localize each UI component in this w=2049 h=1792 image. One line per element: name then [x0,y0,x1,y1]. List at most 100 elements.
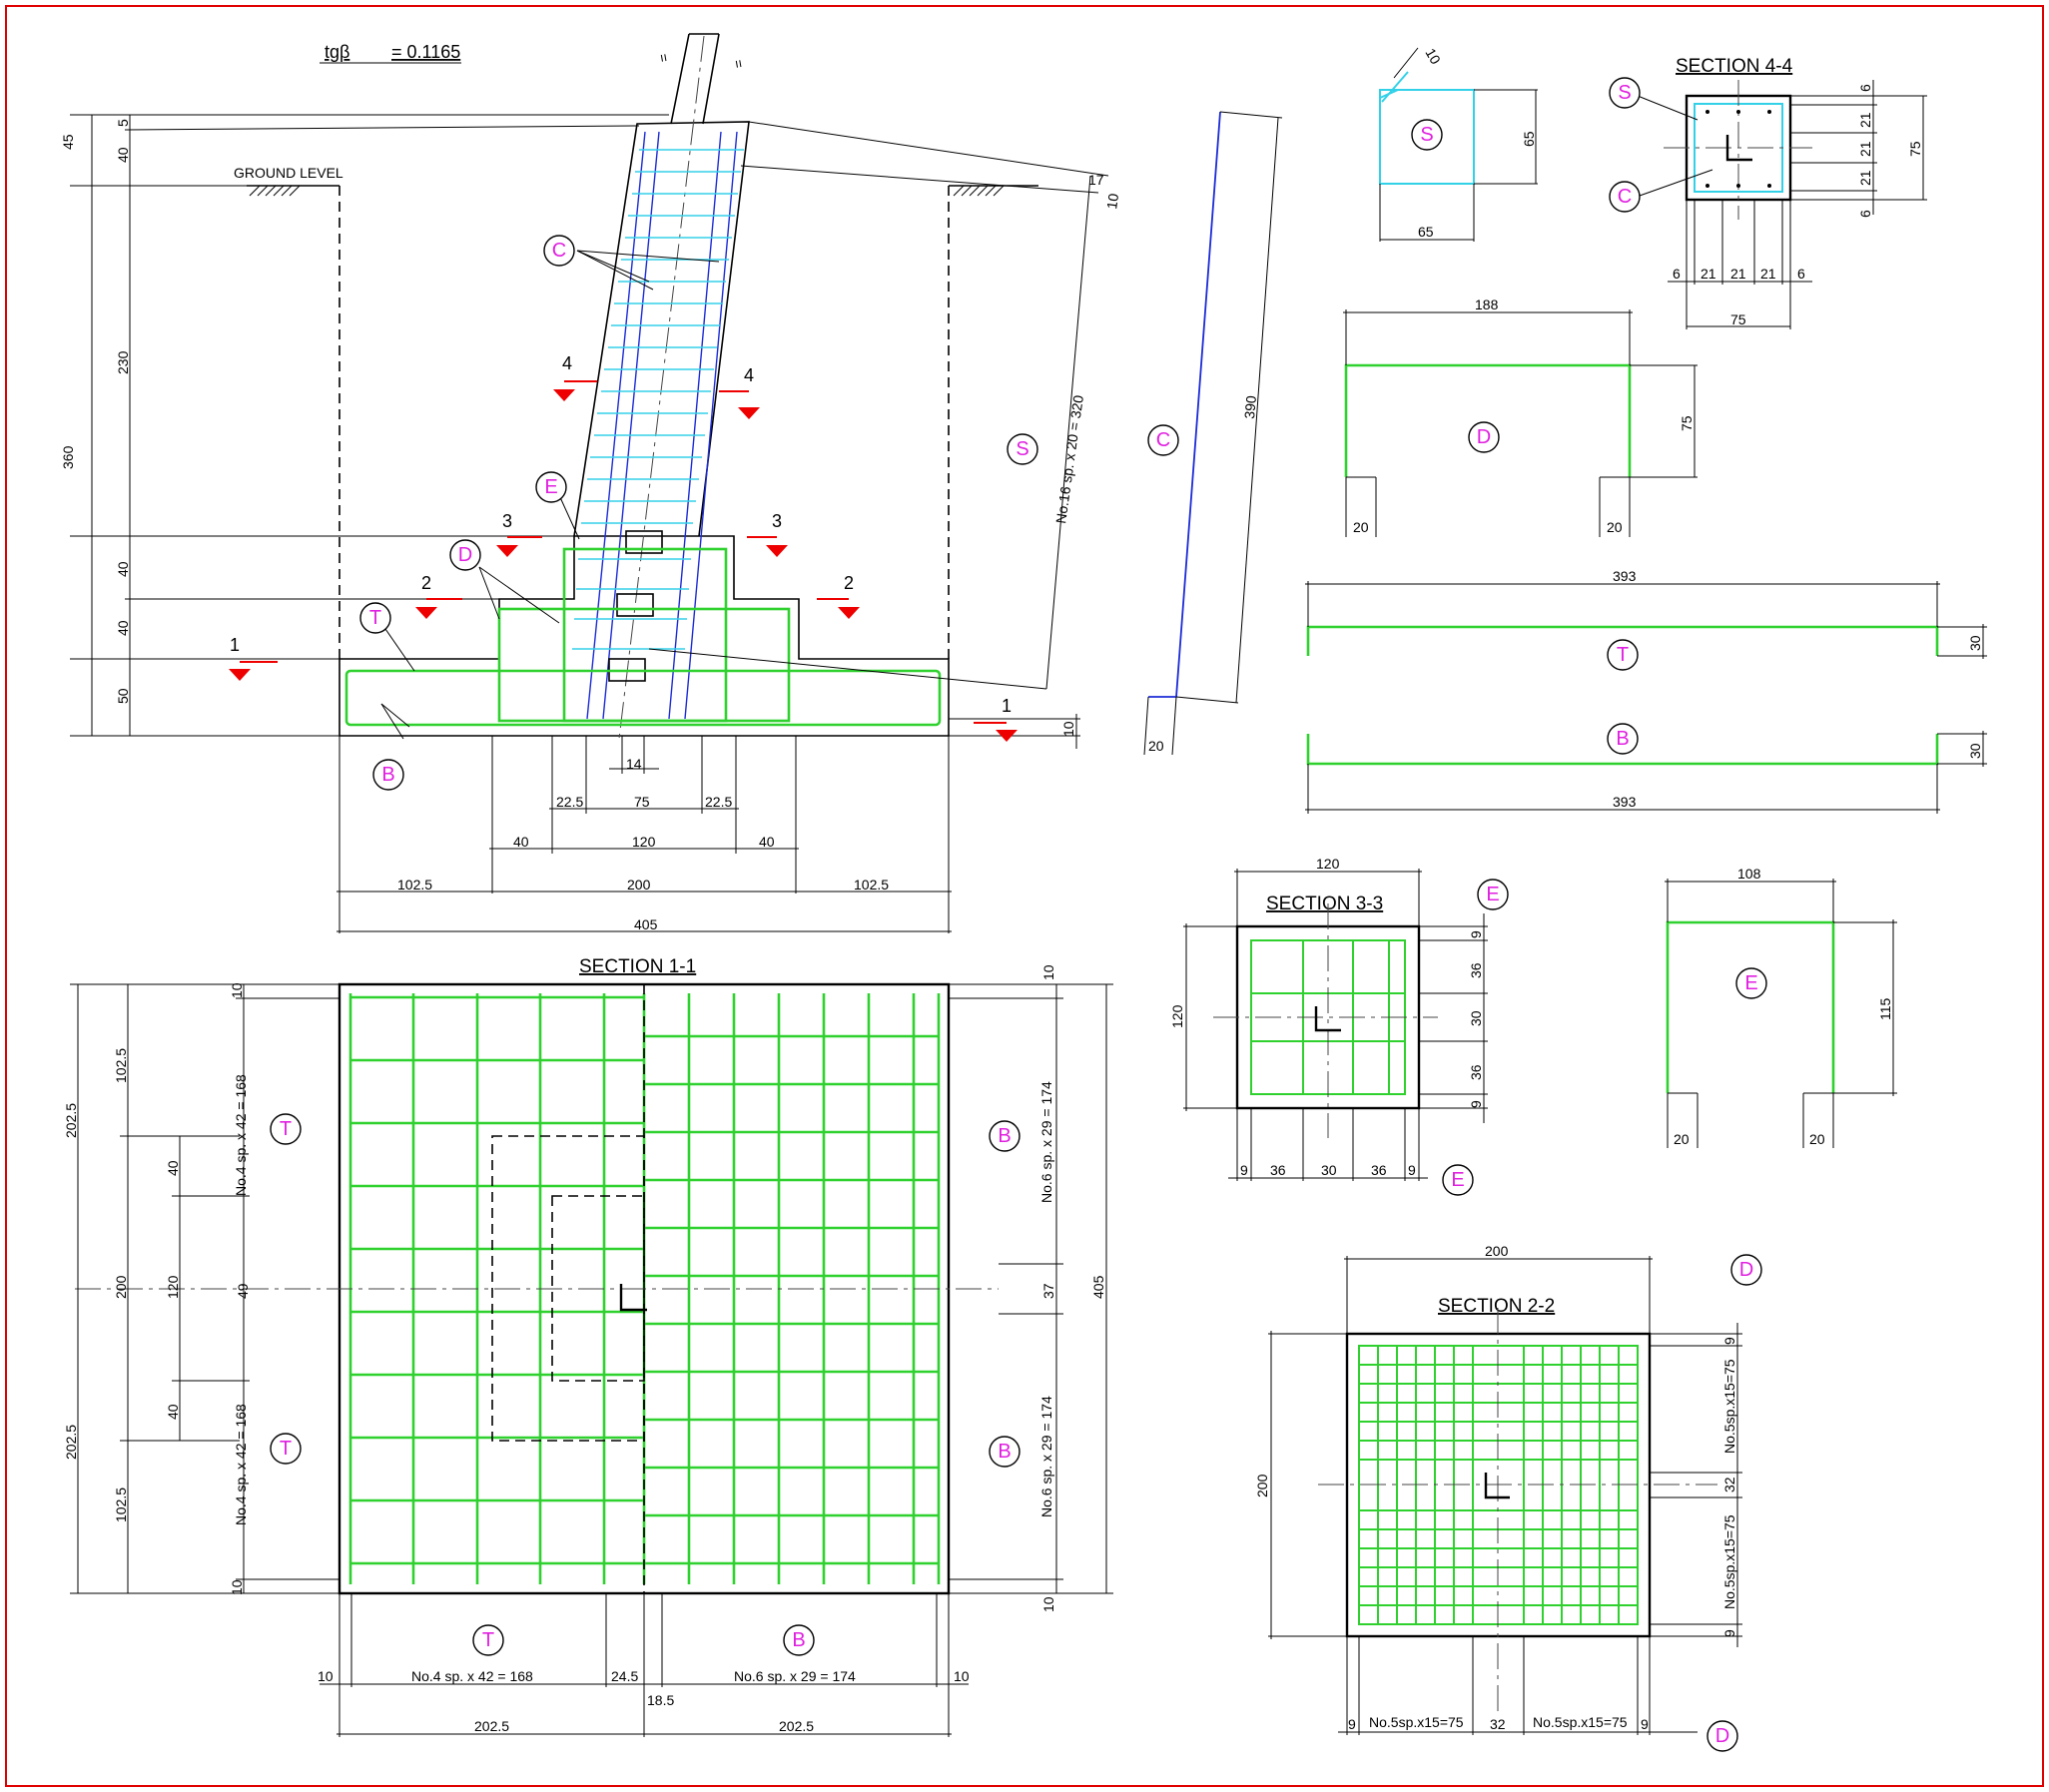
t-dim-393: 393 [1613,568,1637,584]
bubble-b-plan-2: B [989,1436,1021,1468]
svg-text:2: 2 [421,573,431,593]
plan-dim-49: 49 [235,1283,251,1299]
bubble-e-3-3-bottom: E [1442,1164,1474,1196]
svg-text:3: 3 [502,511,512,531]
svg-text:4: 4 [744,365,754,385]
dim-4-4-r1: 6 [1857,84,1873,92]
dim-4-4-b2: 21 [1701,266,1716,282]
section-1-1: SECTION 1-1 [63,956,1113,1737]
left-dim-ticks [70,114,669,737]
dim-75: 75 [634,794,650,810]
s-dim-65-v: 65 [1521,131,1537,147]
svg-text:4: 4 [562,353,572,373]
plan-dim-405: 405 [1090,1275,1106,1299]
dim-3-3-r1: 9 [1468,930,1484,938]
bubble-t-main: T [359,602,391,634]
s-dim-top [748,121,1109,177]
dim-102-5-left: 102.5 [397,877,432,893]
bubble-s-main: S [1007,433,1038,465]
cut-4-right: 4 [719,365,760,419]
cut-2-right: 2 [817,573,860,619]
dim-2-2-b3: 32 [1490,1716,1506,1732]
dim-3-3-b1: 9 [1240,1162,1248,1178]
bubble-d-shape: D [1468,421,1500,453]
e-dim-115: 115 [1877,997,1893,1020]
dim-4-4-b3: 21 [1730,266,1746,282]
plan-dim-10-top-left: 10 [229,982,245,998]
dim-40-left: 40 [513,834,529,850]
bubble-t-plan-2: T [270,1433,302,1465]
cut-3-left: 3 [496,511,542,557]
anchor-plate-2 [616,593,654,617]
plan-dim-202-5-bottom: 202.5 [63,1425,79,1460]
rebar-b-shape [1306,734,1939,766]
svg-text:B: B [1616,728,1629,750]
column-ext-left [670,33,690,125]
dim-2-2-b5: 9 [1641,1716,1649,1732]
bars-4-4 [1706,110,1771,188]
column-outline [573,121,750,537]
dim-4-4-r4: 21 [1857,170,1873,186]
dim-4-4-r3: 21 [1857,141,1873,157]
plan-dim-202-5-br: 202.5 [779,1718,814,1734]
plan-left-dim-lines [70,983,340,1594]
dim-102-5-right: 102.5 [854,877,889,893]
plan-dim-102-5-bottom: 102.5 [113,1488,129,1522]
s-dim-65-h: 65 [1418,224,1434,240]
dim-5: 5 [115,119,131,127]
dim-4-4-b6: 75 [1730,311,1746,327]
section-4-4-title: SECTION 4-4 [1676,56,1793,77]
svg-text:3: 3 [772,511,782,531]
leaders-main [380,250,720,740]
plan-dim-24-5: 24.5 [611,1668,638,1684]
rebar-e-shape [1666,920,1835,1093]
section-3-3-title: SECTION 3-3 [1266,894,1383,914]
dim-40-a: 40 [115,561,131,577]
dim-10-bottom: 10 [1060,721,1076,737]
section-2-2: SECTION 2-2 [1254,1243,1762,1752]
dim-2-2-r2: No.5sp.x15=75 [1721,1359,1737,1454]
svg-text:T: T [280,1118,292,1140]
rebar-d-cage [497,607,791,723]
dims-4-4 [1668,80,1927,329]
svg-text:D: D [1739,1259,1753,1281]
note-t-bottom-horizontal: No.4 sp. x 42 = 168 [411,1668,533,1684]
dim-4-4-b5: 6 [1797,266,1805,282]
dim-40-right: 40 [759,834,775,850]
angle-4-4 [1725,135,1752,162]
dim-3-3-r3: 30 [1468,1010,1484,1026]
plan-dim-10-bottom-left: 10 [229,1579,245,1595]
shape-b: 393 30 B [1305,723,1987,814]
c-dim-20: 20 [1148,738,1164,754]
angle-2-2 [1484,1473,1510,1499]
ground-level-label: GROUND LEVEL [234,165,343,181]
dim-22-5-right: 22.5 [705,794,732,810]
c-dim-390: 390 [1241,394,1259,419]
svg-text:B: B [998,1125,1011,1147]
d-dim-188: 188 [1475,297,1499,312]
svg-text:T: T [280,1438,292,1460]
dim-40-top: 40 [115,147,131,163]
rebar-t-shape [1306,625,1939,656]
column-bars [586,131,738,720]
anchor-plate-1 [625,530,663,554]
note-t-bottom: No.4 sp. x 42 = 168 [233,1404,249,1525]
plan-dim-200: 200 [113,1275,129,1299]
bubble-e-main: E [535,471,567,503]
d-dim-20-left: 20 [1353,519,1369,535]
dim-2-2-b2: No.5sp.x15=75 [1369,1714,1464,1730]
dim-3-3-top-120: 120 [1316,856,1340,872]
section-4-4: SECTION 4-4 6 21 21 21 6 75 6 21 21 21 6 [1609,56,1927,329]
dim-2-2-b1: 9 [1348,1716,1356,1732]
t-dim-30: 30 [1967,635,1983,651]
svg-text:E: E [1451,1169,1464,1191]
rebar-d-shape [1344,363,1632,477]
dim-200: 200 [627,877,651,893]
svg-text:S: S [1016,438,1028,460]
plan-dim-40-bottom: 40 [165,1404,181,1420]
e-dim-108: 108 [1737,866,1761,882]
dim-360: 360 [60,445,76,469]
s-dim-bottom [648,648,1047,690]
dim-50: 50 [115,688,131,704]
svg-text:B: B [792,1629,805,1651]
